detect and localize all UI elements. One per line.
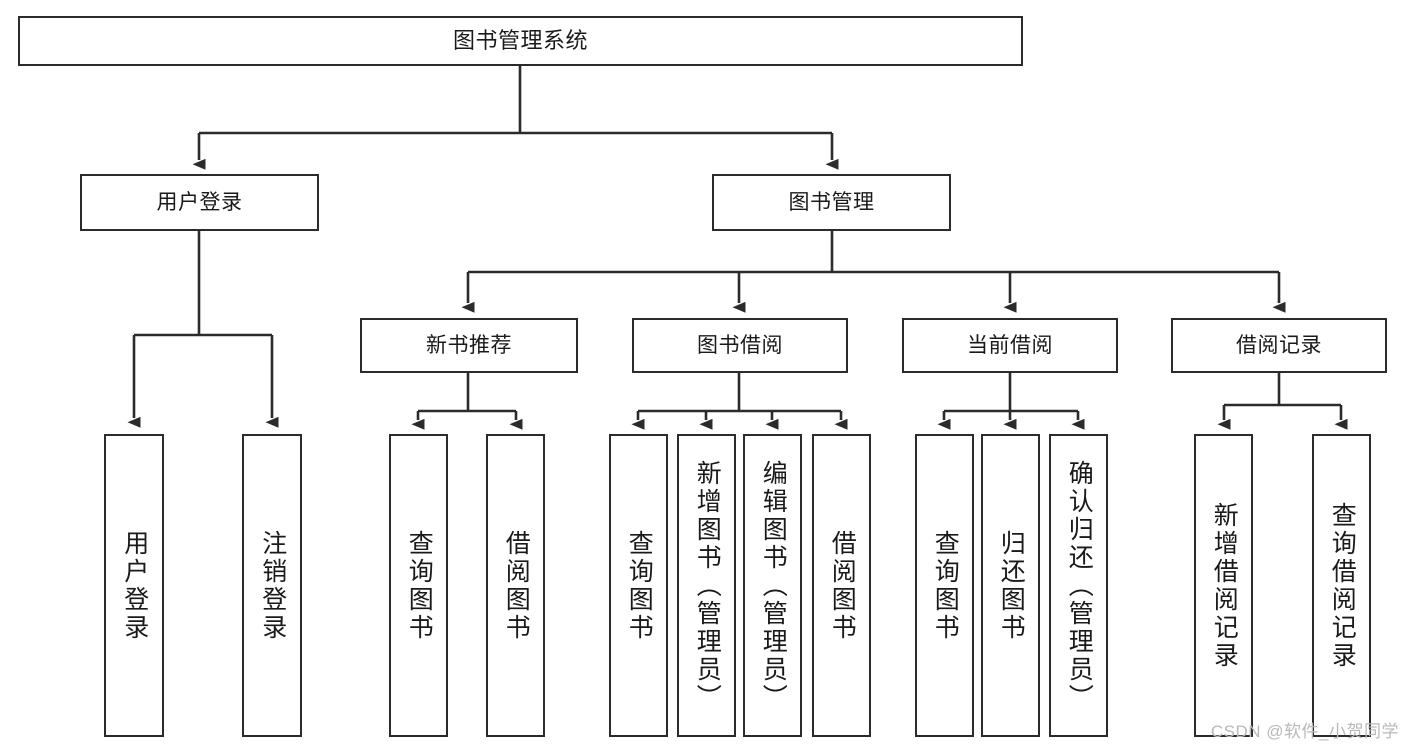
node-label: 图书借阅 [697, 333, 783, 357]
node-label: 借阅记录 [1236, 333, 1322, 357]
node-label: 查询图书 [625, 529, 654, 642]
leaf-return-book[interactable]: 归还图书 [981, 434, 1040, 737]
leaf-query-borrow-record[interactable]: 查询借阅记录 [1312, 434, 1371, 737]
node-user-login[interactable]: 用户登录 [80, 174, 319, 231]
leaf-borrow-book-recommend[interactable]: 借阅图书 [486, 434, 545, 737]
node-label: 借阅图书 [828, 529, 857, 642]
leaf-logout[interactable]: 注销登录 [242, 434, 302, 737]
node-label: 新增图书（管理员） [693, 459, 722, 712]
leaf-edit-book-admin[interactable]: 编辑图书（管理员） [743, 434, 802, 737]
node-label: 图书管理 [788, 190, 875, 214]
node-borrow-record[interactable]: 借阅记录 [1171, 318, 1387, 373]
node-label: 用户登录 [156, 190, 243, 214]
leaf-add-book-admin[interactable]: 新增图书（管理员） [677, 434, 736, 737]
node-root-book-management-system[interactable]: 图书管理系统 [18, 16, 1023, 66]
node-label: 图书管理系统 [452, 28, 588, 54]
node-label: 当前借阅 [967, 333, 1053, 357]
node-book-management[interactable]: 图书管理 [712, 174, 951, 231]
node-label: 用户登录 [120, 529, 149, 642]
leaf-confirm-return-admin[interactable]: 确认归还（管理员） [1049, 434, 1108, 737]
node-label: 确认归还（管理员） [1065, 459, 1094, 712]
node-label: 查询图书 [931, 529, 960, 642]
watermark: CSDN @软件_小贺同学 [1210, 722, 1399, 741]
node-label: 查询借阅记录 [1328, 501, 1357, 670]
leaf-user-login[interactable]: 用户登录 [104, 434, 164, 737]
leaf-borrow-book[interactable]: 借阅图书 [812, 434, 871, 737]
node-label: 查询图书 [405, 529, 434, 642]
node-new-book-recommend[interactable]: 新书推荐 [360, 318, 578, 373]
node-current-borrow[interactable]: 当前借阅 [902, 318, 1118, 373]
node-book-borrow[interactable]: 图书借阅 [632, 318, 848, 373]
leaf-add-borrow-record[interactable]: 新增借阅记录 [1194, 434, 1253, 737]
node-label: 借阅图书 [502, 529, 531, 642]
node-label: 归还图书 [997, 529, 1026, 642]
node-label: 新书推荐 [426, 333, 512, 357]
node-label: 新增借阅记录 [1210, 501, 1239, 670]
leaf-query-book-borrow[interactable]: 查询图书 [609, 434, 668, 737]
leaf-query-book-current[interactable]: 查询图书 [915, 434, 974, 737]
node-label: 编辑图书（管理员） [759, 459, 788, 712]
leaf-query-book-recommend[interactable]: 查询图书 [389, 434, 448, 737]
node-label: 注销登录 [258, 529, 287, 642]
